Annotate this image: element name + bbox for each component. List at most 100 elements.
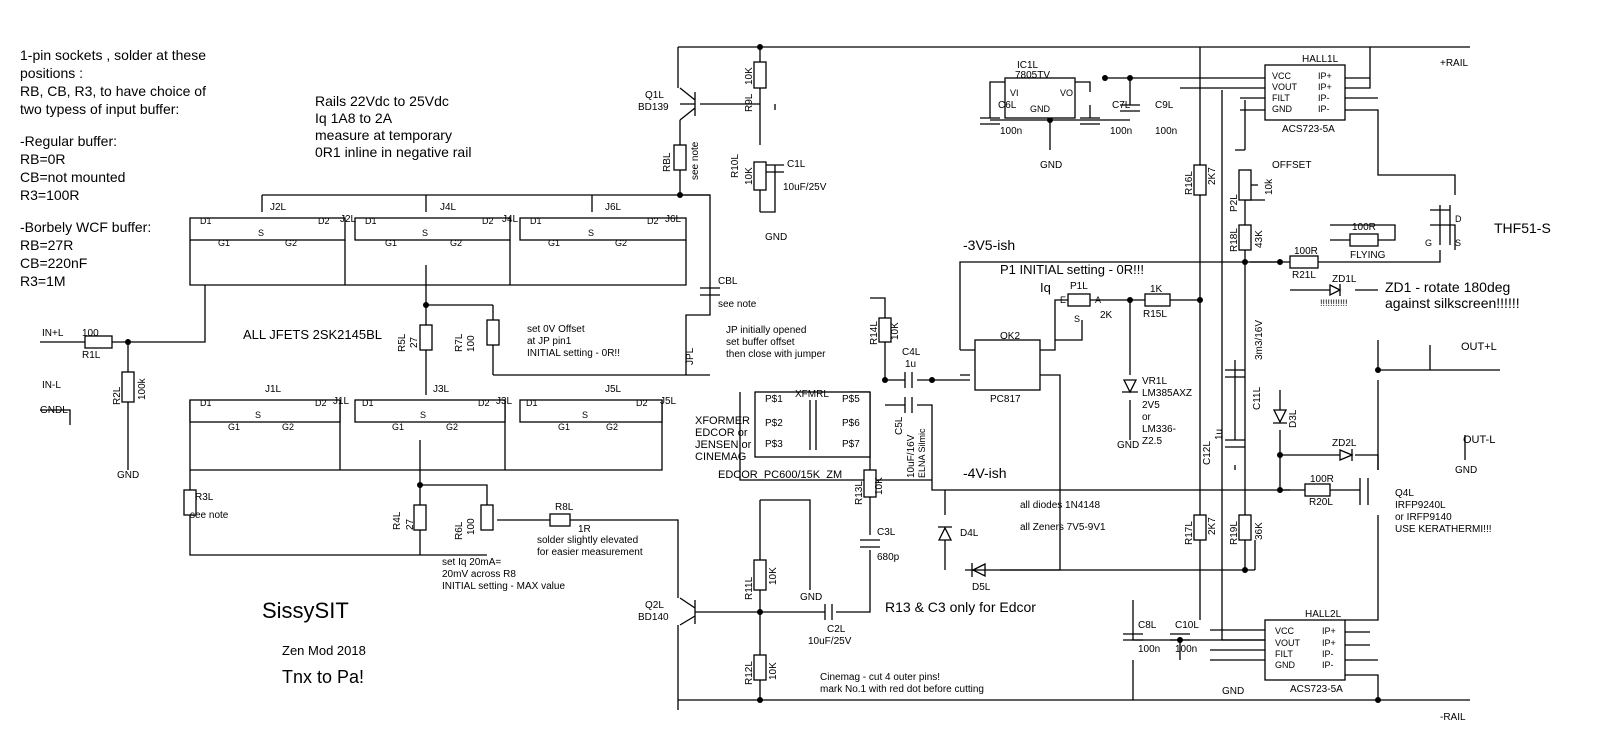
note-rails-1: Rails 22Vdc to 25Vdc <box>315 93 449 109</box>
c10-symbol <box>1170 633 1190 641</box>
note-rails-4: 0R1 inline in negative rail <box>315 144 471 160</box>
note-xformer-2: EDCOR or <box>695 427 748 439</box>
note-diodes: all diodes 1N4148 <box>1020 500 1100 511</box>
jfet-top-g1-b: G1 <box>385 238 397 248</box>
gnd-label-c1: GND <box>765 232 787 243</box>
xfmr-body <box>754 391 871 458</box>
zd2-ref: ZD2L <box>1332 438 1357 449</box>
c4-ref: C4L <box>902 347 921 358</box>
rb-note: see note <box>690 141 701 180</box>
r11-value: 10K <box>768 567 779 585</box>
note-iq-3: INITIAL setting - MAX value <box>442 581 565 592</box>
thf-pin-s: S <box>1455 238 1461 248</box>
r18-body <box>1238 224 1252 251</box>
r5-value: 27 <box>409 336 420 348</box>
jfet-pkg-j4 <box>354 217 511 241</box>
q4-symbol <box>1359 478 1369 505</box>
gnd-label-hall2: GND <box>1222 686 1244 697</box>
gnd-label-vr1: GND <box>1117 440 1139 451</box>
title-zenmod: Zen Mod 2018 <box>282 643 366 658</box>
hall2-pin-ip4: IP- <box>1322 660 1334 670</box>
r14-value: 10K <box>890 322 901 340</box>
note-regular-1: -Regular buffer: <box>20 133 117 149</box>
r7-ref: R7L <box>454 333 465 352</box>
jfet-j5-side: J5L <box>660 396 677 407</box>
note-4v: -4V-ish <box>963 465 1007 481</box>
note-xformer-4: CINEMAG <box>695 451 746 463</box>
ok2-body <box>974 339 1041 391</box>
jfet-top-g1-c: G1 <box>548 238 560 248</box>
r17-value: 2K7 <box>1207 517 1218 535</box>
jfet-bot-g2-c: G2 <box>606 422 618 432</box>
r2-body <box>121 371 135 403</box>
vr1-symbol <box>1122 379 1138 394</box>
r19-ref: R19L <box>1229 521 1240 545</box>
c8-value: 100n <box>1138 644 1160 655</box>
r14-body <box>878 317 892 343</box>
r7-value: 100 <box>466 335 477 352</box>
c11-symbol <box>1225 369 1245 378</box>
jfet-j2-side: J2L <box>340 214 357 225</box>
jfet-pkg-j2 <box>189 217 346 241</box>
c2-symbol <box>824 604 833 620</box>
r15-body <box>1144 293 1171 307</box>
note-cinemag-2: mark No.1 with red dot before cutting <box>820 684 984 695</box>
vr1-label-4: or <box>1142 412 1152 423</box>
r12-value: 10K <box>768 662 779 680</box>
hall1-pin-ip2: IP+ <box>1318 82 1332 92</box>
jp-ref: JPL <box>685 347 696 365</box>
d3-symbol <box>1272 409 1288 424</box>
ic1-part: 7805TV <box>1015 70 1050 81</box>
q1-part: BD139 <box>638 102 669 113</box>
r19-body <box>1238 514 1252 541</box>
hall2-pin-ip2: IP+ <box>1322 638 1336 648</box>
r4-ref: R4L <box>392 511 403 530</box>
out-minus: OUT-L <box>1463 434 1495 446</box>
note-regular-2: RB=0R <box>20 151 66 167</box>
c12-value: 1u <box>1214 429 1225 440</box>
jfet-bot-g1-b: G1 <box>392 422 404 432</box>
c6-ref: C6L <box>998 100 1017 111</box>
note-zd1-2: against silkscreen!!!!!! <box>1385 295 1520 311</box>
q2-part: BD140 <box>638 612 669 623</box>
zd1-ref: ZD1L <box>1332 274 1357 285</box>
xfmr-core <box>809 400 817 450</box>
out-plus: OUT+L <box>1461 341 1497 353</box>
jfet-j6-side: J6L <box>665 214 682 225</box>
jfet-bot-g1-a: G1 <box>228 422 240 432</box>
r2-value: 100k <box>137 377 148 400</box>
c6-symbol <box>980 117 1000 125</box>
jfet-top-g2-c: G2 <box>615 238 627 248</box>
r3-ref: R3L <box>195 492 214 503</box>
rb-ref: RBL <box>662 152 673 172</box>
c2-ref: C2L <box>827 624 846 635</box>
component-bodies <box>84 61 1451 681</box>
r17-body <box>1193 514 1207 541</box>
r21-body <box>1289 255 1319 269</box>
ic1-ref: IC1L <box>1017 60 1039 71</box>
r13-value: 10K <box>874 477 885 495</box>
r6-ref: R6L <box>454 521 465 540</box>
jfet-bot-g2-b: G2 <box>446 422 458 432</box>
hall1-body <box>1264 64 1346 121</box>
jfet-j6-ref: J6L <box>605 202 622 213</box>
r21-ref: R21L <box>1292 270 1316 281</box>
jfet-top-s-a: S <box>258 228 264 238</box>
c11-value: 3m3/16V <box>1254 320 1265 360</box>
hall1-pin-gnd: GND <box>1272 104 1293 114</box>
r5-body <box>419 324 433 351</box>
vr1-label-1: VR1L <box>1142 376 1167 387</box>
flying-body <box>1349 233 1379 247</box>
p1-ref: P1L <box>1070 281 1088 292</box>
r4-body <box>413 504 427 531</box>
vr1-label-6: Z2.5 <box>1142 436 1162 447</box>
note-3v5: -3V5-ish <box>963 237 1015 253</box>
jfet-j3-ref: J3L <box>433 384 450 395</box>
r16-value: 2K7 <box>1207 167 1218 185</box>
jfet-top-s-b: S <box>422 228 428 238</box>
hall2-body <box>1264 619 1346 681</box>
c1-value: 10uF/25V <box>783 182 827 193</box>
c3-value: 680p <box>877 552 900 563</box>
cb-note: see note <box>718 299 757 310</box>
note-iq-2: 20mV across R8 <box>442 569 516 580</box>
